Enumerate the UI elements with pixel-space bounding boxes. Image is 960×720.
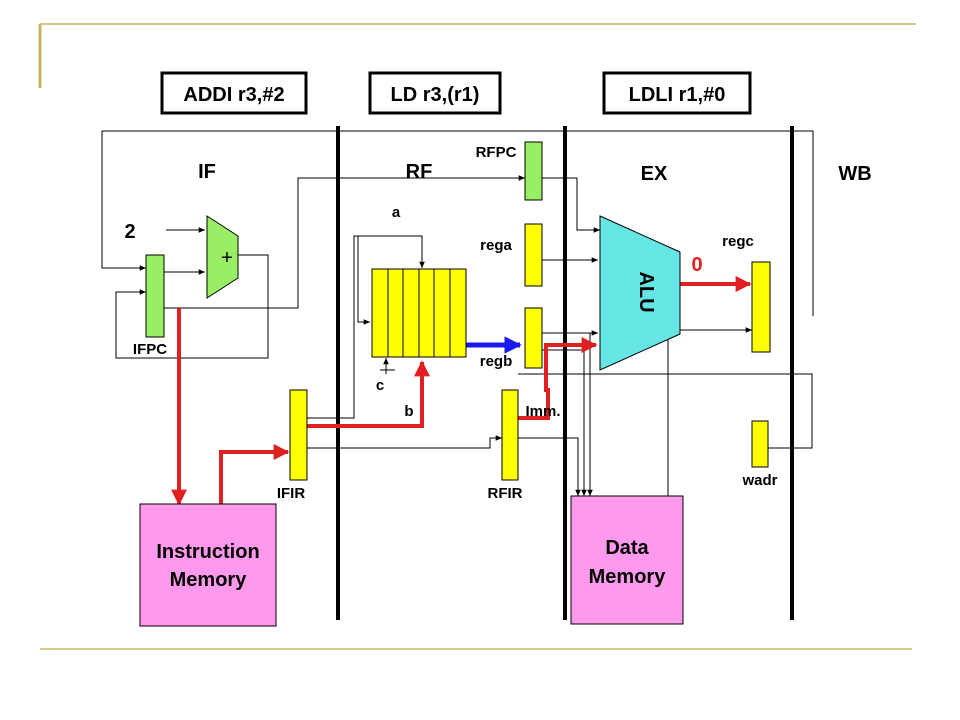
- stage-label-wb: WB: [838, 163, 871, 185]
- rfir-label: RFIR: [488, 485, 523, 502]
- adder: +: [206, 215, 239, 299]
- port-a-label: a: [392, 204, 401, 221]
- port-c-label: c: [376, 377, 384, 394]
- rega-register: [524, 223, 543, 287]
- ifir-label: IFIR: [277, 485, 305, 502]
- rega-label: rega: [480, 237, 512, 254]
- alu-label: ALU: [635, 271, 657, 312]
- alu: ALU: [599, 215, 681, 371]
- rfpc-register: [524, 141, 543, 201]
- instruction-box-ex: LDLI r1,#0: [602, 71, 752, 115]
- instruction-if-text: ADDI r3,#2: [183, 84, 284, 106]
- rfpc-label: RFPC: [476, 144, 517, 161]
- register-labels: RFPC rega regb regc IFPC IFIR RFIR wadr …: [133, 144, 778, 502]
- regc-label: regc: [722, 233, 754, 250]
- instruction-box-if: ADDI r3,#2: [160, 71, 308, 115]
- data-memory-line2: Memory: [589, 566, 667, 588]
- wadr-register: [751, 420, 769, 468]
- ifpc-register: [145, 254, 165, 338]
- ifir-register: [289, 389, 308, 481]
- instruction-box-rf: LD r3,(r1): [368, 71, 502, 115]
- regc-register: [751, 261, 771, 353]
- stage-label-ex: EX: [641, 163, 668, 185]
- rfir-register: [501, 389, 519, 481]
- regb-label: regb: [480, 353, 513, 370]
- imm-label: Imm.: [525, 403, 560, 420]
- alu-output-value: 0: [691, 254, 702, 276]
- wadr-label: wadr: [741, 472, 777, 489]
- slide-frame: [38, 23, 916, 650]
- adder-symbol: +: [221, 247, 233, 269]
- instruction-memory-line1: Instruction: [156, 541, 259, 563]
- stage-label-rf: RF: [406, 161, 433, 183]
- instruction-ex-text: LDLI r1,#0: [629, 84, 726, 106]
- register-file: [371, 268, 467, 358]
- stage-label-if: IF: [198, 161, 216, 183]
- instruction-memory: Instruction Memory: [139, 503, 277, 627]
- instruction-rf-text: LD r3,(r1): [391, 84, 480, 106]
- data-memory-line1: Data: [605, 537, 649, 559]
- ifpc-label: IFPC: [133, 341, 167, 358]
- port-b-label: b: [404, 403, 413, 420]
- data-memory: Data Memory: [570, 495, 684, 625]
- stage-dividers: [336, 126, 794, 620]
- regb-register: [524, 307, 543, 369]
- active-paths: [171, 276, 752, 506]
- adder-constant-label: 2: [124, 221, 135, 243]
- instruction-memory-line2: Memory: [170, 569, 248, 591]
